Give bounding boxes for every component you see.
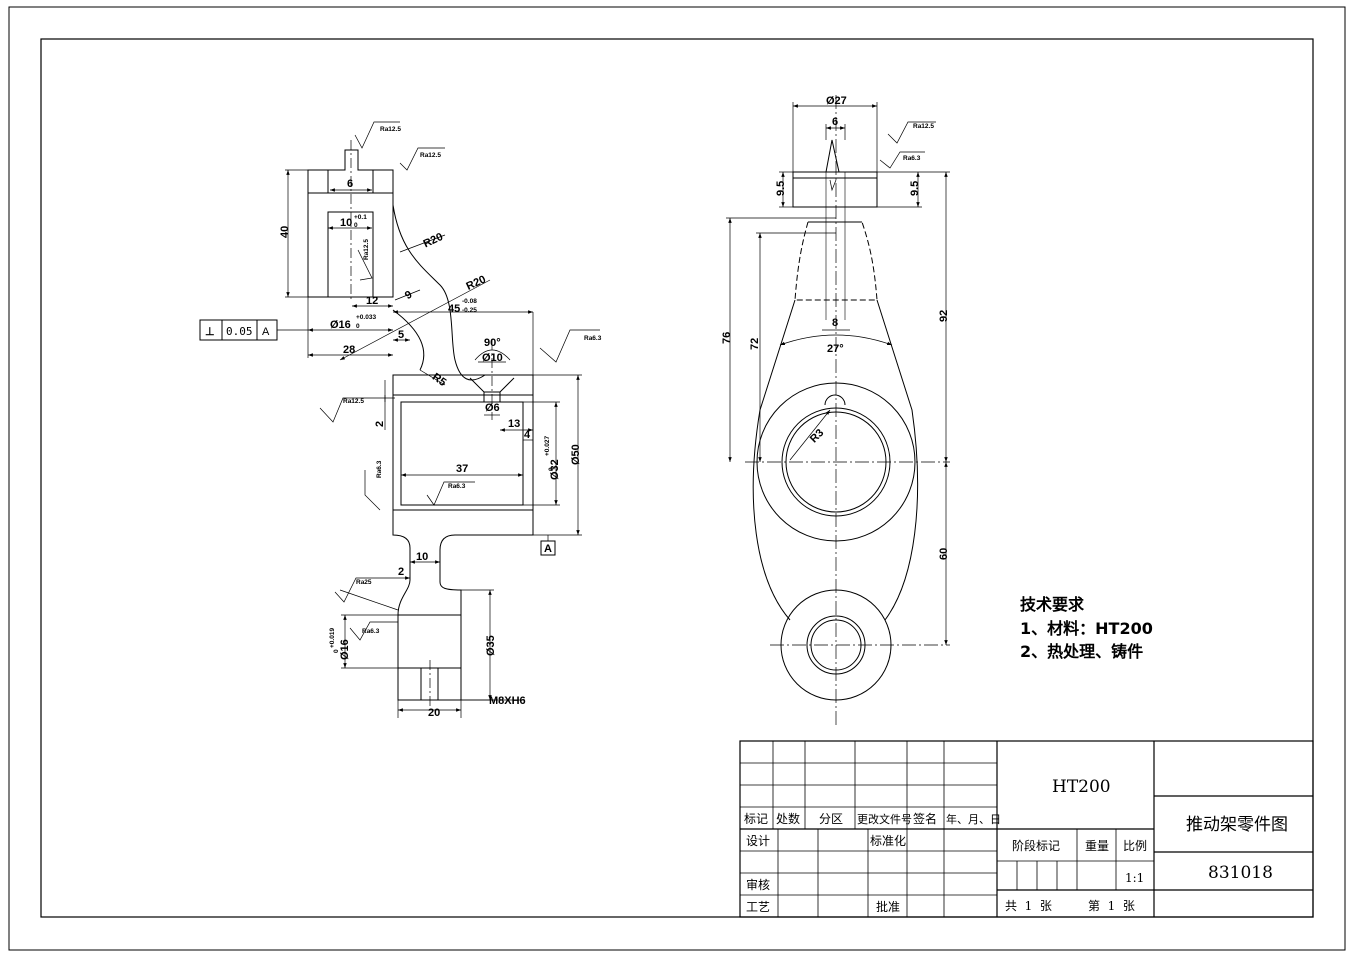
dim-12: 12 <box>366 295 378 307</box>
dim-37: 37 <box>456 463 468 475</box>
dim-8: 8 <box>832 317 838 329</box>
roughness-right-view-125: Ra12.5 <box>913 123 934 130</box>
tb-scale-label: 比例 <box>1123 839 1147 853</box>
roughness-ra25: Ra25 <box>356 579 372 586</box>
dim-dia16-pin: Ø16 <box>339 639 351 660</box>
dim-dia32: Ø32 <box>549 459 561 480</box>
left-view-labels: 40 6 10 +0.1 0 R20 R20 9 12 45 -0.08 -0.… <box>205 126 602 719</box>
tol-minus-025: -0.25 <box>462 307 477 314</box>
dim-9-5-right: 9.5 <box>909 181 921 196</box>
tb-drawing-no: 831018 <box>1208 863 1273 883</box>
thread-spec: M8XH6 <box>489 695 526 707</box>
tolerance-datum: A <box>262 326 270 338</box>
tb-change-doc: 更改文件号 <box>857 812 912 826</box>
dim-2-neck: 2 <box>398 566 404 578</box>
dim-4: 4 <box>524 429 531 441</box>
title-block-text: 标记 处数 分区 更改文件号 签名 年、月、日 设计 标准化 审核 工艺 批准 … <box>744 777 1288 914</box>
right-view <box>726 95 950 725</box>
tech-line-2: 2、热处理、铸件 <box>1020 642 1143 661</box>
tb-count: 处数 <box>776 811 800 826</box>
dim-6: 6 <box>347 178 353 190</box>
tol-minus-008: -0.08 <box>462 298 477 305</box>
datum-a-label: A <box>544 543 552 555</box>
tol-zero-3: 0 <box>548 467 555 471</box>
tech-title: 技术要求 <box>1020 595 1085 614</box>
dim-9: 9 <box>403 289 414 302</box>
dim-90deg: 90° <box>484 337 501 349</box>
dim-60: 60 <box>938 548 950 560</box>
dim-27deg: 27° <box>827 343 844 355</box>
tol-zero-1: 0 <box>354 222 358 229</box>
dim-6-right: 6 <box>832 116 838 128</box>
tb-part-name: 推动架零件图 <box>1186 815 1288 835</box>
roughness-top: Ra12.5 <box>380 126 401 133</box>
roughness-bore: Ra12.5 <box>363 239 370 260</box>
dim-dia6: Ø6 <box>485 402 500 414</box>
tol-zero-4: 0 <box>333 649 340 653</box>
dim-10: 10 <box>340 217 352 229</box>
tol-plus-01: +0.1 <box>354 214 367 221</box>
tb-total-sheets: 共 1 张 <box>1005 899 1052 913</box>
tol-plus-0027: +0.027 <box>544 436 551 456</box>
tb-sign: 签名 <box>913 811 937 826</box>
dim-28: 28 <box>343 344 355 356</box>
tech-requirements: 技术要求 1、材料：HT200 2、热处理、铸件 <box>1020 595 1153 661</box>
dim-10-neck: 10 <box>416 551 428 563</box>
tb-scale: 1:1 <box>1125 871 1144 885</box>
dim-dia35: Ø35 <box>485 635 497 656</box>
tb-sheet-no: 第 1 张 <box>1088 899 1135 913</box>
tb-zone: 分区 <box>819 812 843 826</box>
tech-line-1: 1、材料：HT200 <box>1020 619 1153 638</box>
dim-dia10: Ø10 <box>482 352 503 364</box>
left-view <box>199 121 600 718</box>
tol-plus-0019: +0.019 <box>329 628 336 648</box>
tol-zero-2: 0 <box>356 323 360 330</box>
dim-dia50: Ø50 <box>570 444 582 465</box>
roughness-right-view-63: Ra6.3 <box>903 155 921 162</box>
roughness-right: Ra6.3 <box>584 335 602 342</box>
tb-mark: 标记 <box>744 812 768 826</box>
dim-92: 92 <box>938 310 950 322</box>
tb-process: 工艺 <box>746 900 770 914</box>
tolerance-value: 0.05 <box>226 325 253 338</box>
dim-dia16: Ø16 <box>330 319 351 331</box>
tb-date: 年、月、日 <box>946 812 1001 826</box>
dim-r3: R3 <box>808 427 826 445</box>
dim-2: 2 <box>374 421 386 427</box>
dim-40: 40 <box>279 226 291 238</box>
title-block <box>739 740 1314 918</box>
roughness-top-right: Ra12.5 <box>420 152 441 159</box>
right-view-labels: Ø27 6 9.5 9.5 92 76 72 8 27° R3 60 Ra12.… <box>721 95 950 560</box>
inner-border <box>40 38 1314 918</box>
dim-20: 20 <box>428 707 440 719</box>
dim-r20-b: R20 <box>464 273 487 292</box>
tol-plus-0033: +0.033 <box>356 314 376 321</box>
tolerance-symbol: ⊥ <box>205 326 215 338</box>
dim-r20-a: R20 <box>422 231 445 250</box>
tb-standardize: 标准化 <box>870 834 906 848</box>
dim-72: 72 <box>749 338 761 350</box>
dim-5: 5 <box>398 329 404 341</box>
tb-design: 设计 <box>746 834 770 848</box>
roughness-pin: Ra6.3 <box>362 628 380 635</box>
dim-dia27: Ø27 <box>826 95 847 107</box>
tb-approve: 批准 <box>876 899 900 914</box>
tb-weight: 重量 <box>1085 839 1109 853</box>
roughness-inner-bore: Ra6.3 <box>448 483 466 490</box>
outer-border <box>8 6 1346 951</box>
tb-stage-mark: 阶段标记 <box>1012 838 1060 853</box>
roughness-left-63: Ra6.3 <box>376 460 383 478</box>
tb-review: 审核 <box>746 877 770 892</box>
dim-9-5-left: 9.5 <box>775 181 787 196</box>
dim-76: 76 <box>721 332 733 344</box>
dim-13: 13 <box>508 418 520 430</box>
dim-45: 45 <box>448 303 460 315</box>
tb-material: HT200 <box>1052 777 1111 797</box>
roughness-left: Ra12.5 <box>343 398 364 405</box>
dim-r5: R5 <box>430 371 448 389</box>
